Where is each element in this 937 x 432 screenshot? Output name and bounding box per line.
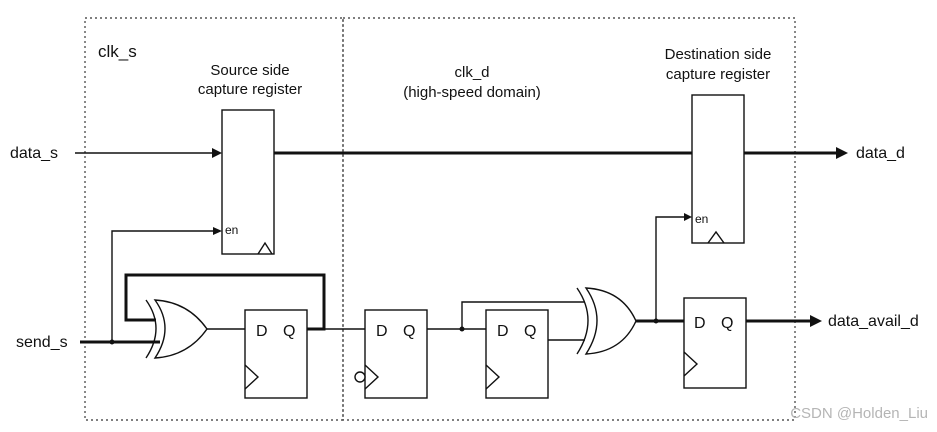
toggle-feedback-wire: [124, 273, 326, 331]
data-d-label: data_d: [856, 145, 905, 162]
avail-flop-d-label: D: [694, 315, 706, 332]
dest-register-enable-label: en: [695, 212, 708, 226]
sync-flop-2: [485, 309, 549, 399]
avail-flop-q-label: Q: [721, 315, 733, 332]
toggle-flop-q-label: Q: [283, 323, 295, 340]
sync-flop-1: [364, 309, 428, 399]
dest-register-title: Destination side: [665, 46, 772, 63]
sync1-clock-marker: [364, 364, 380, 390]
sync2-d-label: D: [497, 323, 509, 340]
edge-detect-xor-gate: [584, 287, 637, 355]
enable-arrowhead: [213, 227, 222, 235]
data-s-label: data_s: [10, 145, 58, 162]
clk-d-domain-sublabel: (high-speed domain): [403, 84, 541, 101]
data-s-arrowhead: [212, 148, 222, 158]
xor2-junction-dot: [653, 318, 659, 324]
sync1-clock-bubble: [354, 371, 366, 383]
source-register-title: Source side: [210, 62, 289, 79]
data-d-arrowhead: [836, 147, 848, 159]
source-register-enable-label: en: [225, 223, 238, 237]
avail-flop-clock-marker: [683, 351, 699, 377]
toggle-flop-d-label: D: [256, 323, 268, 340]
sync2-q-label: Q: [524, 323, 536, 340]
toggle-flop: [244, 309, 308, 399]
csdn-watermark: CSDN @Holden_Liu: [790, 405, 928, 422]
source-xor-gate: [153, 299, 208, 359]
source-xor-back-curve: [145, 299, 157, 359]
data-avail-arrowhead: [810, 315, 822, 327]
avail-flop: [683, 297, 747, 389]
source-register-subtitle: capture register: [198, 81, 302, 98]
sync-tap-wire: [461, 301, 585, 329]
dest-register-clock-marker: [707, 230, 725, 244]
dest-enable-arrowhead: [684, 213, 692, 221]
dest-capture-register: [691, 94, 745, 244]
dest-register-subtitle: capture register: [666, 66, 770, 83]
xor2-to-enable-wire: [655, 216, 687, 321]
send-junction-dot: [109, 339, 115, 345]
data-avail-d-label: data_avail_d: [828, 313, 919, 330]
edge-detect-xor-back-curve: [576, 287, 589, 355]
sync1-d-label: D: [376, 323, 388, 340]
clk-s-domain-label: clk_s: [98, 42, 137, 61]
send-s-label: send_s: [16, 334, 68, 351]
source-capture-register: [221, 109, 275, 255]
send-to-enable-wire: [111, 230, 215, 342]
clk-d-domain-label: clk_d: [454, 64, 489, 81]
sync-tap-junction: [459, 326, 465, 332]
source-register-clock-marker: [257, 241, 273, 255]
sync2-clock-marker: [485, 364, 501, 390]
toggle-flop-clock-marker: [244, 364, 260, 390]
sync1-q-label: Q: [403, 323, 415, 340]
clk-d-domain-boundary: [342, 17, 796, 421]
